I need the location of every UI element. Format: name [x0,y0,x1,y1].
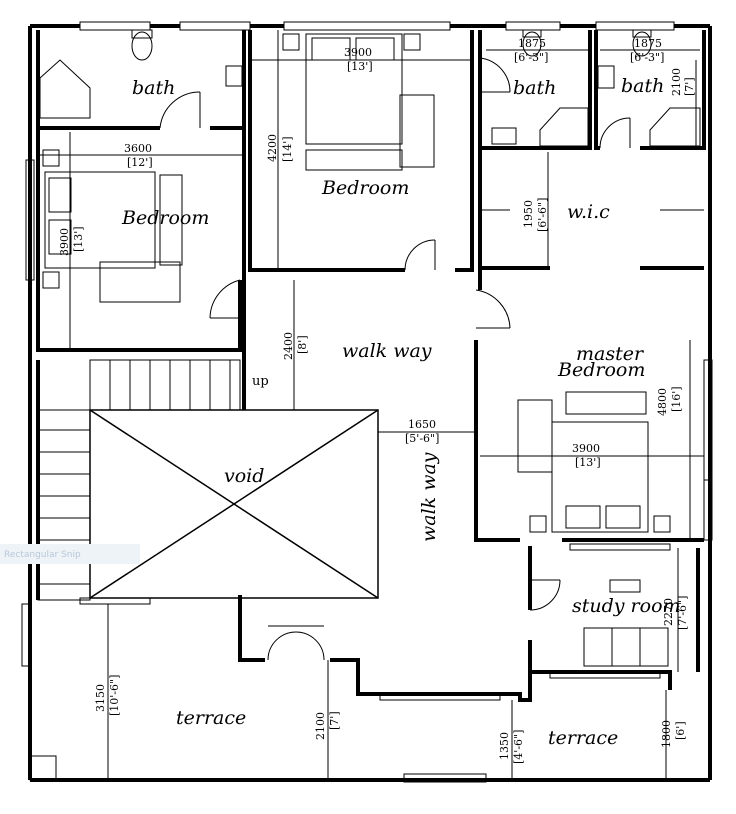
dim-bath2-width-ft: [6'-3"] [514,51,548,64]
dim-master-height: 4800 [656,388,669,416]
room-label-walkway-2: walk way [418,452,440,542]
dim-terrace2-height-ft: [4'-6"] [512,730,525,764]
dim-terrace3-height: 1800 [660,720,673,748]
dim-walkway-height: 2400 [282,332,295,360]
dim-master-height-ft: [16'] [670,386,683,412]
dimension-lines [38,30,704,780]
snip-watermark: Rectangular Snip [4,550,81,560]
void-opening [89,409,379,599]
dim-master-width: 3900 [572,442,600,455]
snip-watermark-bg [0,544,140,564]
dim-terrace-height-ft: [10'-6"] [108,675,121,716]
room-labels: bath bath bath Bedroom Bedroom w.i.c wal… [121,75,681,749]
dim-bath3-width-ft: [6'-3"] [630,51,664,64]
room-label-bedroom-2: Bedroom [121,207,209,229]
room-label-bath-1: bath [132,77,175,99]
walls [28,24,712,782]
dim-terrace-mid-height: 2100 [314,712,327,740]
dim-bedroom1-width-ft: [13'] [347,60,373,73]
room-label-bath-2: bath [513,77,556,99]
room-label-wic: w.i.c [567,201,610,223]
dim-bedroom2-height-ft: [13'] [72,226,85,252]
dim-walkway-width: 1650 [408,418,436,431]
dim-terrace2-height: 1350 [498,732,511,760]
room-label-terrace-1: terrace [176,707,246,729]
dim-terrace-height: 3150 [94,684,107,712]
dim-wic-height-ft: [6'-6"] [536,198,549,232]
room-label-bath-3: bath [621,75,664,97]
room-label-bedroom-1: Bedroom [321,177,409,199]
stair-up-label: up [252,374,269,389]
dim-terrace3-height-ft: [6'] [674,721,687,740]
room-label-terrace-2: terrace [548,727,618,749]
dim-bath3-width: 1875 [634,37,662,50]
furniture [21,29,704,783]
dim-bedroom2-width-ft: [12'] [127,156,153,169]
dim-walkway-height-ft: [8'] [296,335,309,354]
dim-bedroom2-height: 3900 [58,228,71,256]
doors [159,57,631,661]
room-label-master-1: master [576,343,645,365]
dim-bedroom1-height: 4200 [266,134,279,162]
dim-study-height-ft: [7'-6"] [676,596,689,630]
dim-master-width-ft: [13'] [575,456,601,469]
room-label-walkway-1: walk way [342,340,432,362]
dim-bedroom2-width: 3600 [124,142,152,155]
room-label-void: void [224,465,264,487]
dimension-labels: 3900 [13'] 1875 [6'-3"] 1875 [6'-3"] 210… [58,37,696,764]
dim-study-height: 2270 [662,598,675,626]
dim-wic-height: 1950 [522,200,535,228]
dim-bedroom1-height-ft: [14'] [281,136,294,162]
dim-bedroom1-width: 3900 [344,46,372,59]
dim-terrace-mid-height-ft: [7'] [328,711,341,730]
dim-bath2-width: 1875 [518,37,546,50]
room-label-study: study room [572,595,681,617]
room-label-master-2: Bedroom [557,359,645,381]
dim-bath3-height-ft: [7'] [683,77,696,96]
dim-walkway-width-ft: [5'-6"] [405,432,439,445]
dim-bath3-height: 2100 [670,68,683,96]
